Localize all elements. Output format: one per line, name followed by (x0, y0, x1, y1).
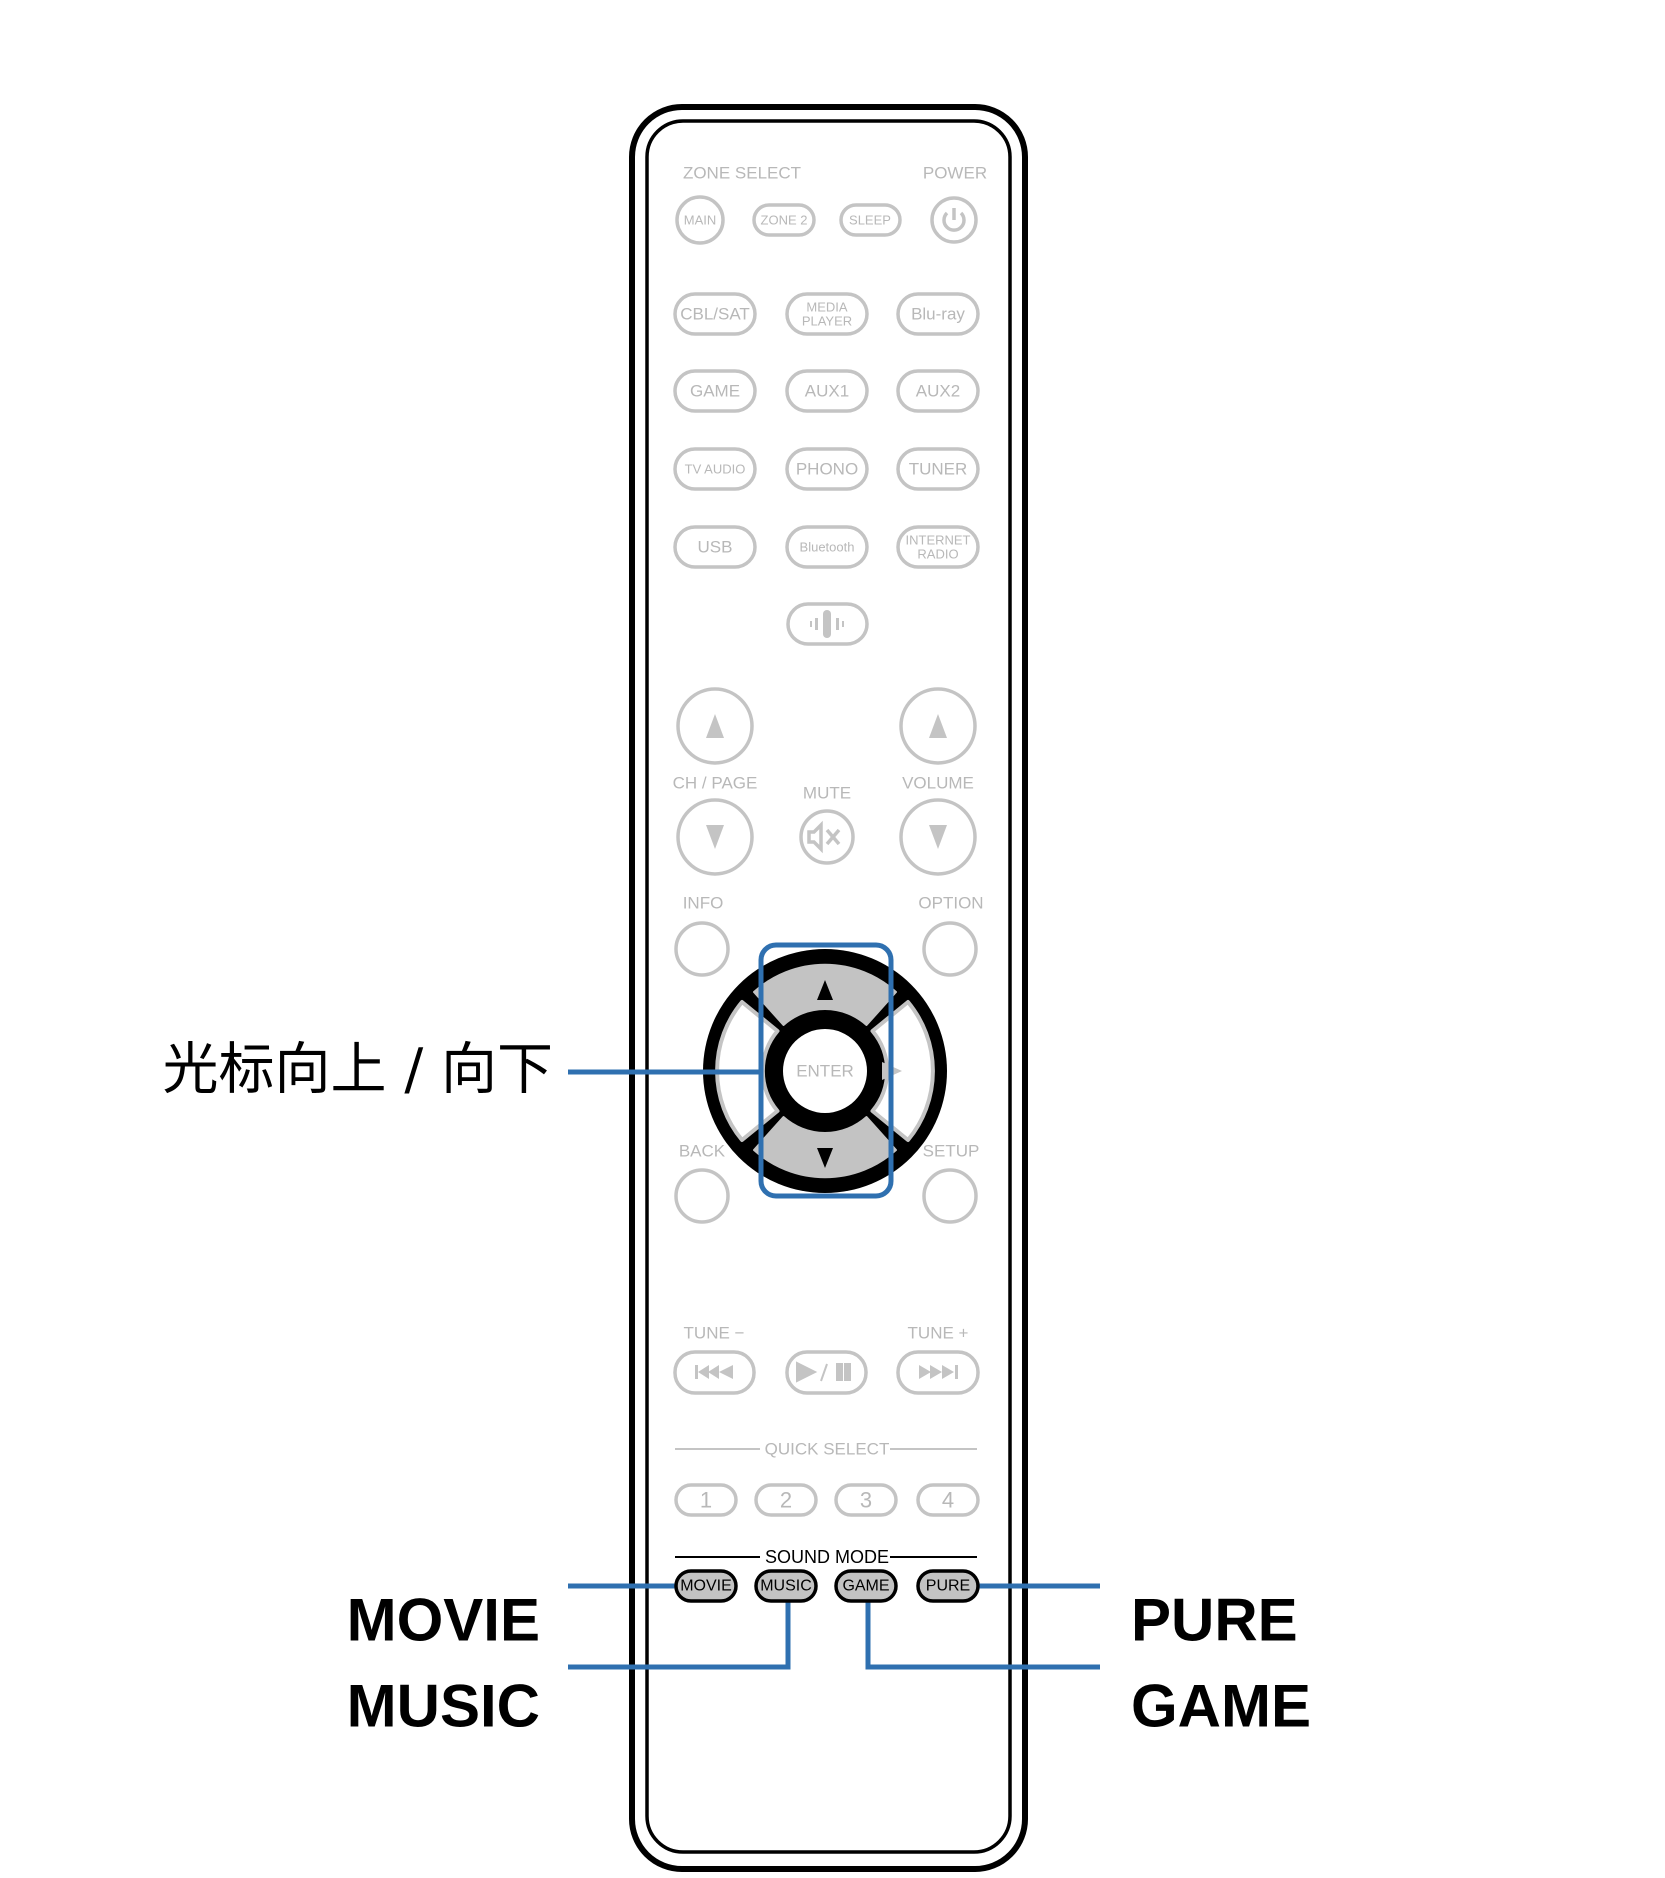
play-pause-icon (796, 1361, 851, 1383)
triangle-up-icon (706, 714, 724, 738)
volume-up-button[interactable] (899, 687, 977, 765)
blu-ray-button[interactable]: Blu-ray (896, 292, 980, 336)
tv-audio-label: TV AUDIO (685, 462, 746, 477)
power-icon (942, 208, 966, 232)
bluetooth-label: Bluetooth (800, 540, 855, 555)
quick-select-1-button[interactable]: 1 (674, 1483, 738, 1517)
sound-mode-button-label: MOVIE (680, 1578, 732, 1595)
volume-down-button[interactable] (899, 798, 977, 876)
quick-select-4-button[interactable]: 4 (916, 1483, 980, 1517)
phono-label: PHONO (796, 460, 858, 479)
quick-select-number: 1 (700, 1488, 712, 1513)
sound-mode-button-label: PURE (926, 1578, 970, 1595)
game-label: GAME (690, 382, 740, 401)
enter-button[interactable]: ENTER (783, 1029, 867, 1113)
quick-select-label: QUICK SELECT (765, 1440, 890, 1459)
info-label: INFO (683, 894, 724, 913)
power-button[interactable] (930, 196, 978, 244)
sleep-button-label: SLEEP (849, 213, 891, 228)
game-button[interactable]: GAME (673, 369, 757, 413)
sound-mode-label: SOUND MODE (765, 1547, 889, 1567)
game-callout-label: GAME (1131, 1673, 1311, 1740)
pure-callout-label: PURE (1131, 1587, 1298, 1654)
sound-mode-button-label: GAME (842, 1578, 889, 1595)
mute-button[interactable] (799, 809, 855, 865)
triangle-up-icon (817, 980, 833, 1000)
tune-minus-label: TUNE − (684, 1324, 745, 1343)
aux2-button[interactable]: AUX2 (896, 369, 980, 413)
phono-button[interactable]: PHONO (785, 447, 869, 491)
speaker-mute-icon (807, 820, 841, 854)
cbl-sat-label: CBL/SAT (680, 305, 750, 324)
tuner-label: TUNER (909, 460, 968, 479)
enter-label: ENTER (796, 1062, 854, 1081)
sound-mode-game-button[interactable]: GAME (834, 1569, 898, 1603)
triangle-down-icon (817, 1148, 833, 1168)
zone2-button[interactable]: ZONE 2 (752, 203, 816, 237)
setup-button[interactable] (922, 1168, 978, 1224)
ch-page-label: CH / PAGE (673, 774, 758, 793)
music-callout-label: MUSIC (347, 1673, 540, 1740)
play-pause-button[interactable] (785, 1350, 868, 1395)
quick-select-2-button[interactable]: 2 (754, 1483, 818, 1517)
zone-select-label: ZONE SELECT (683, 164, 801, 183)
triangle-up-icon (929, 714, 947, 738)
volume-label: VOLUME (902, 774, 974, 793)
tv-audio-button[interactable]: TV AUDIO (673, 447, 757, 491)
usb-button[interactable]: USB (673, 525, 757, 569)
main-button[interactable]: MAIN (675, 195, 725, 245)
media-player-label: MEDIA (806, 300, 848, 315)
quick-select-number: 3 (860, 1488, 872, 1513)
media-player-label: PLAYER (802, 314, 852, 329)
tune-plus-button[interactable] (896, 1350, 980, 1395)
back-label: BACK (679, 1142, 726, 1161)
internet-radio-label: INTERNET (906, 533, 971, 548)
bluetooth-button[interactable]: Bluetooth (785, 525, 869, 569)
zone2-button-label: ZONE 2 (761, 213, 808, 228)
mute-label: MUTE (803, 784, 851, 803)
movie-callout-label: MOVIE (347, 1587, 540, 1654)
sleep-button[interactable]: SLEEP (839, 203, 902, 237)
sound-mode-pure-button[interactable]: PURE (916, 1569, 980, 1603)
music-callout-line (568, 1601, 791, 1670)
tune-minus-button[interactable] (673, 1350, 756, 1395)
cursor-right-button[interactable] (870, 1000, 935, 1142)
usb-label: USB (698, 538, 733, 557)
option-label: OPTION (918, 894, 983, 913)
quick-select-number: 2 (780, 1488, 792, 1513)
triangle-down-icon (706, 825, 724, 849)
sound-mode-movie-button[interactable]: MOVIE (674, 1569, 738, 1603)
option-button[interactable] (922, 921, 978, 977)
skip-forward-icon (919, 1365, 958, 1379)
skip-back-icon (695, 1365, 733, 1379)
main-button-label: MAIN (684, 213, 717, 228)
info-button[interactable] (674, 921, 730, 977)
internet-radio-label: RADIO (917, 547, 958, 562)
ch-page-up-button[interactable] (676, 687, 754, 765)
game-callout-line (865, 1601, 1100, 1670)
aux1-button[interactable]: AUX1 (785, 369, 869, 413)
cursor-callout-label: 光标向上 / 向下 (163, 1038, 553, 1103)
tuner-button[interactable]: TUNER (896, 447, 980, 491)
ch-page-down-button[interactable] (676, 798, 754, 876)
quick-select-3-button[interactable]: 3 (834, 1483, 898, 1517)
setup-label: SETUP (923, 1142, 980, 1161)
aux2-label: AUX2 (916, 382, 960, 401)
cbl-sat-button[interactable]: CBL/SAT (673, 292, 757, 336)
triangle-down-icon (929, 825, 947, 849)
tune-plus-label: TUNE + (908, 1324, 969, 1343)
heos-icon (810, 610, 844, 638)
power-label: POWER (923, 164, 987, 183)
back-button[interactable] (674, 1168, 730, 1224)
sound-mode-music-button[interactable]: MUSIC (754, 1569, 818, 1603)
heos-button[interactable] (786, 602, 869, 646)
sound-mode-button-label: MUSIC (760, 1578, 812, 1595)
aux1-label: AUX1 (805, 382, 849, 401)
quick-select-number: 4 (942, 1488, 954, 1513)
blu-ray-label: Blu-ray (911, 305, 965, 324)
